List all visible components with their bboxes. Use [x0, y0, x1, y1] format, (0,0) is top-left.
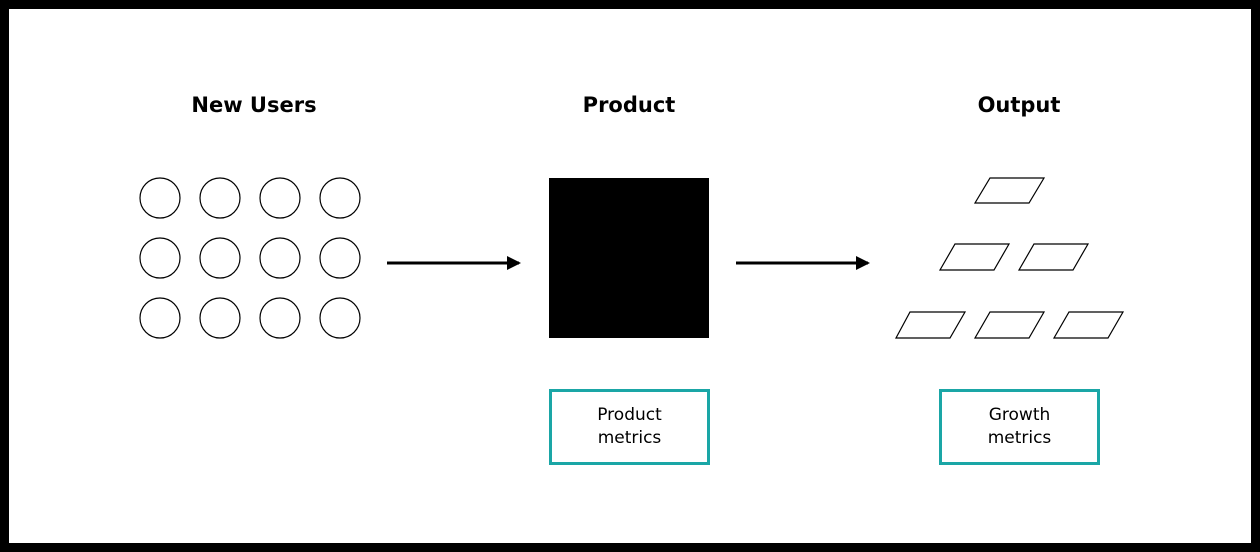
- output-parallelogram: [973, 177, 1046, 204]
- user-circle: [199, 297, 241, 339]
- output-heading: Output: [977, 93, 1061, 117]
- user-circle: [259, 237, 301, 279]
- user-circle: [139, 297, 181, 339]
- output-parallelogram: [1052, 311, 1125, 339]
- growth-metrics-box: Growth metrics: [939, 389, 1100, 465]
- output-parallelogram: [1017, 243, 1090, 271]
- new-users-heading: New Users: [191, 93, 317, 117]
- product-metrics-box: Product metrics: [549, 389, 710, 465]
- product-metrics-label: Product metrics: [597, 405, 662, 448]
- output-pyramid: [894, 177, 1125, 339]
- output-parallelogram: [894, 311, 967, 339]
- user-circle: [319, 237, 361, 279]
- output-parallelogram: [938, 243, 1011, 271]
- user-circle: [319, 297, 361, 339]
- output-parallelogram: [973, 311, 1046, 339]
- user-circle: [199, 177, 241, 219]
- user-circle: [259, 177, 301, 219]
- product-black-box: [549, 178, 709, 338]
- product-heading: Product: [582, 93, 676, 117]
- user-circle: [319, 177, 361, 219]
- new-users-grid: [139, 177, 361, 339]
- user-circle: [139, 237, 181, 279]
- user-circle: [139, 177, 181, 219]
- user-circle: [259, 297, 301, 339]
- user-circle: [199, 237, 241, 279]
- growth-metrics-label: Growth metrics: [987, 405, 1052, 448]
